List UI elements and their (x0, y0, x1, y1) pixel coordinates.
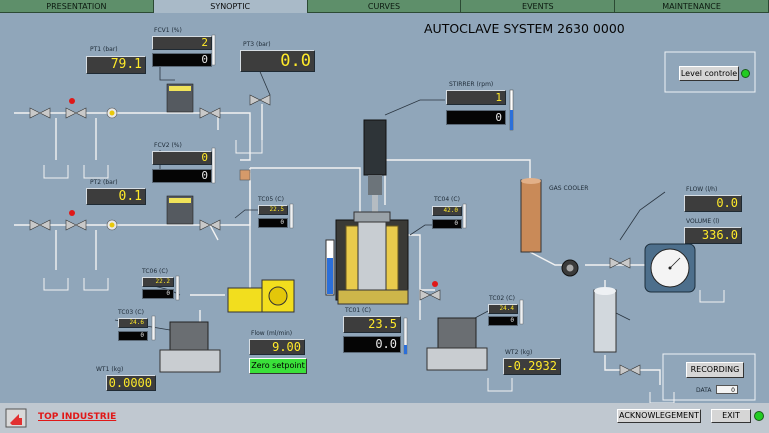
tc05-value: 22.5 (258, 205, 288, 215)
pt3-value: 0.0 (240, 50, 315, 72)
tc01-setpoint[interactable]: 0.0 (343, 336, 401, 353)
fcv1-setpoint[interactable]: 0 (152, 53, 212, 67)
pt3-label: PT3 (bar) (243, 41, 271, 48)
tab-curves[interactable]: CURVES (307, 0, 462, 13)
system-title: AUTOCLAVE SYSTEM 2630 0000 (424, 21, 625, 36)
stirrer-label: STIRRER (rpm) (449, 81, 494, 88)
tab-maintenance[interactable]: MAINTENANCE (615, 0, 769, 13)
tc05-label: TC05 (C) (258, 196, 284, 203)
recording-button[interactable]: RECORDING (686, 362, 744, 378)
tc03-label: TC03 (C) (118, 309, 144, 316)
gas-cooler-label: GAS COOLER (549, 185, 589, 192)
volume-label: VOLUME (l) (686, 218, 720, 225)
tc06-setpoint[interactable]: 0 (142, 289, 174, 299)
pump-flow-value: 9.00 (249, 339, 305, 355)
flow-value: 0.0 (684, 195, 742, 212)
tc05-setpoint[interactable]: 0 (258, 218, 288, 228)
exit-button[interactable]: EXIT (711, 409, 751, 423)
tab-events[interactable]: EVENTS (461, 0, 616, 13)
fcv2-value: 0 (152, 151, 212, 165)
pt1-value: 79.1 (86, 56, 146, 74)
stirrer-value: 1 (446, 90, 506, 105)
wt1-label: WT1 (kg) (96, 366, 124, 373)
pt2-value: 0.1 (86, 188, 146, 205)
level-control-button[interactable]: Level controle (679, 66, 739, 81)
data-label: DATA (696, 387, 712, 394)
tc06-label: TC06 (C) (142, 268, 168, 275)
tc04-setpoint[interactable]: 0 (432, 219, 462, 229)
wt2-label: WT2 (kg) (505, 349, 533, 356)
tc01-label: TC01 (C) (345, 307, 371, 314)
wt2-value: -0.2932 (503, 358, 561, 375)
flow-label: FLOW (l/h) (686, 186, 718, 193)
tc03-setpoint[interactable]: 0 (118, 331, 148, 341)
tc02-label: TC02 (C) (489, 295, 515, 302)
tc06-value: 22.2 (142, 277, 174, 287)
tc04-label: TC04 (C) (434, 196, 460, 203)
tab-synoptic[interactable]: SYNOPTIC (153, 0, 308, 13)
data-counter: 0 (716, 385, 738, 394)
fcv2-label: FCV2 (%) (154, 142, 182, 149)
volume-value: 336.0 (684, 227, 742, 244)
tc01-value: 23.5 (343, 316, 401, 333)
fcv1-label: FCV1 (%) (154, 27, 182, 34)
tc04-value: 42.0 (432, 206, 462, 216)
level-status-led (741, 69, 750, 78)
fcv2-setpoint[interactable]: 0 (152, 169, 212, 183)
tc02-value: 24.4 (488, 304, 518, 314)
tc03-value: 24.6 (118, 318, 148, 328)
tab-presentation[interactable]: PRESENTATION (0, 0, 154, 13)
status-led (754, 411, 764, 421)
pt1-label: PT1 (bar) (90, 46, 118, 53)
acknowledgement-button[interactable]: ACKNOWLEGEMENT (617, 409, 701, 423)
company-logo-text[interactable]: TOP INDUSTRIE (38, 412, 117, 422)
tab-bar: PRESENTATION SYNOPTIC CURVES EVENTS MAIN… (0, 0, 769, 13)
pump-flow-label: Flow (ml/min) (251, 330, 293, 337)
fcv1-value: 2 (152, 36, 212, 50)
stirrer-setpoint[interactable]: 0 (446, 110, 506, 125)
zero-setpoint-button[interactable]: Zero setpoint (249, 358, 307, 374)
pt2-label: PT2 (bar) (90, 179, 118, 186)
wt1-value: 0.0000 (106, 375, 156, 391)
tc02-setpoint[interactable]: 0 (488, 316, 518, 326)
